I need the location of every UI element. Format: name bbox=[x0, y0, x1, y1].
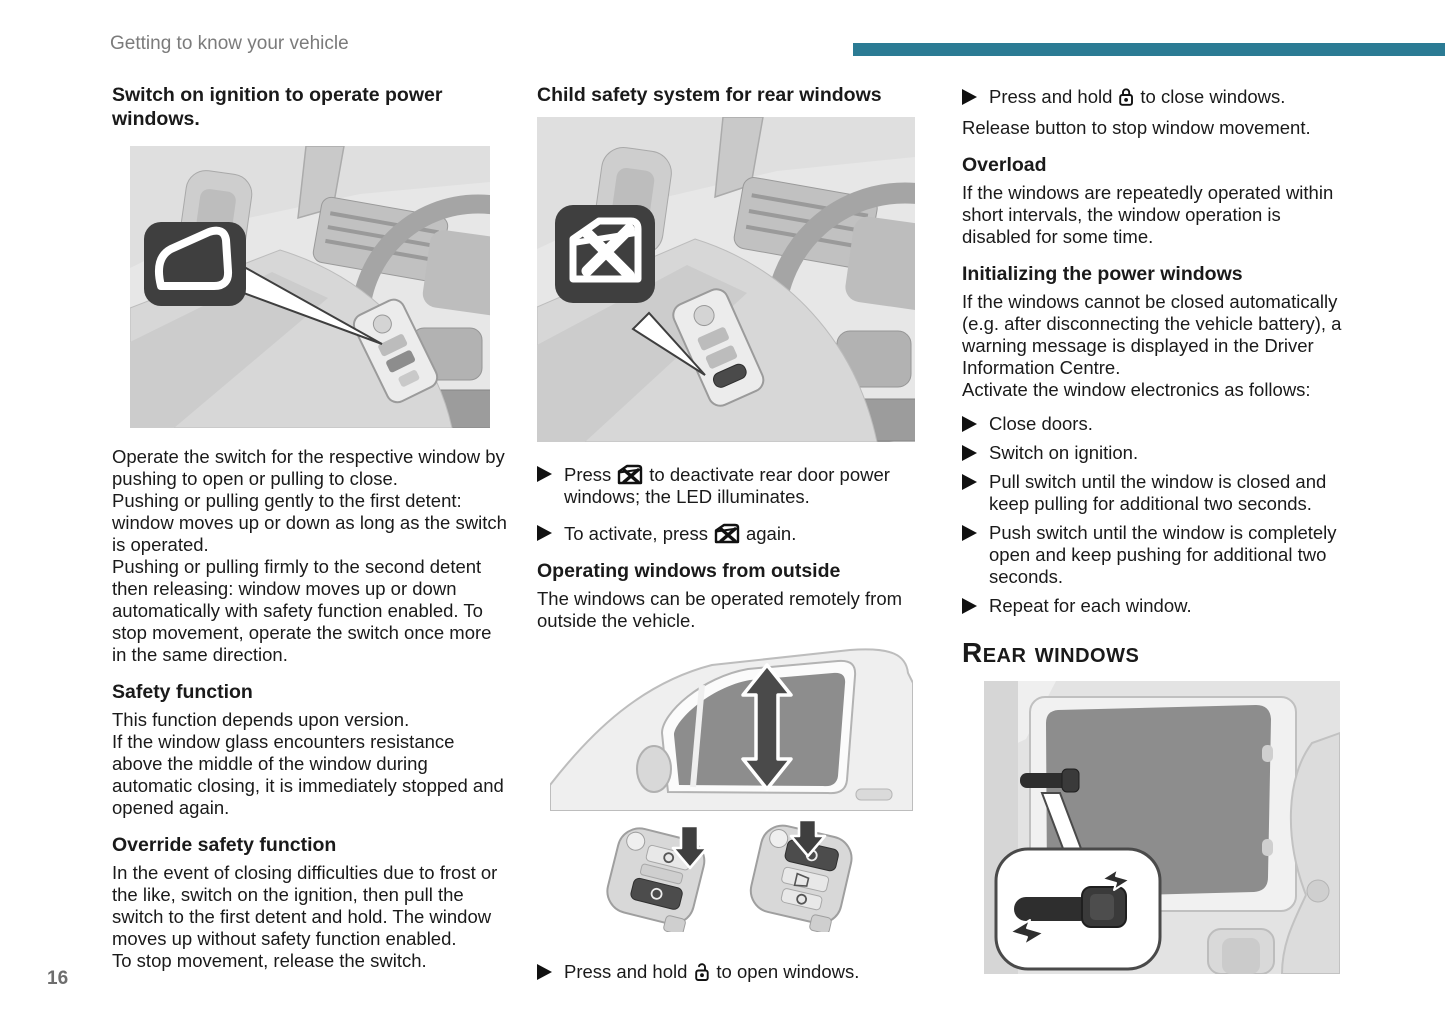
column-left: Switch on ignition to operate power wind… bbox=[112, 83, 606, 974]
bullet-arrow-icon bbox=[962, 525, 977, 541]
section-heading-child-safety: Child safety system for rear windows bbox=[537, 84, 882, 106]
figure-window-up-down bbox=[549, 639, 914, 812]
para-operate-switch: Operate the switch for the respective wi… bbox=[112, 446, 507, 665]
bullet-arrow-icon bbox=[537, 525, 552, 541]
page-number: 16 bbox=[47, 968, 69, 989]
window-switch-panel bbox=[672, 288, 765, 407]
bullet-arrow-icon bbox=[962, 445, 977, 461]
latch-arrow-down-icon bbox=[1009, 919, 1045, 946]
bullet-switch-ignition: Switch on ignition. bbox=[962, 442, 1354, 464]
para-initializing: If the windows cannot be closed automati… bbox=[962, 291, 1342, 400]
bullet-arrow-icon bbox=[537, 466, 552, 482]
bullet-text: Repeat for each window. bbox=[989, 595, 1192, 616]
bullet-text: Close doors. bbox=[989, 413, 1093, 434]
bullet-push-switch: Push switch until the window is complete… bbox=[962, 522, 1354, 588]
bullet-arrow-icon bbox=[537, 964, 552, 980]
bullet-arrow-icon bbox=[962, 598, 977, 614]
bullet-text: Push switch until the window is complete… bbox=[989, 522, 1337, 587]
figure-interior-child-safety-switch bbox=[536, 116, 1046, 464]
press-arrow-icon bbox=[671, 824, 709, 870]
lock-icon bbox=[1119, 88, 1134, 106]
bullet-text: Pull switch until the window is closed a… bbox=[989, 471, 1327, 514]
figure-rear-window-latch bbox=[984, 681, 1341, 975]
column-middle: Child safety system for rear windows bbox=[536, 83, 1046, 990]
bullet-arrow-icon bbox=[962, 416, 977, 432]
child-safety-window-icon bbox=[714, 523, 740, 544]
child-safety-window-icon bbox=[618, 464, 643, 485]
bullet-arrow-icon bbox=[962, 89, 977, 105]
window-crossed-icon bbox=[569, 217, 642, 283]
heading-safety-function: Safety function bbox=[112, 681, 253, 703]
header-accent-bar bbox=[853, 43, 1445, 56]
figure-key-fobs bbox=[589, 818, 881, 935]
latch-arrow-up-icon bbox=[1101, 868, 1131, 891]
latch-callout bbox=[994, 847, 1162, 971]
press-arrow-icon bbox=[789, 818, 827, 858]
window-glass-icon bbox=[155, 226, 233, 290]
para-operating-outside: The windows can be operated remotely fro… bbox=[537, 588, 903, 631]
bullet-pull-switch: Pull switch until the window is closed a… bbox=[962, 471, 1354, 515]
heading-overload: Overload bbox=[962, 154, 1047, 176]
heading-operating-outside: Operating windows from outside bbox=[537, 560, 841, 582]
heading-initializing: Initializing the power windows bbox=[962, 263, 1243, 285]
para-release-button: Release button to stop window movement. bbox=[962, 117, 1311, 138]
window-switch-panel bbox=[352, 298, 439, 404]
para-override-safety: In the event of closing difficulties due… bbox=[112, 862, 498, 971]
heading-rear-windows: Rear windows bbox=[962, 637, 1140, 668]
child-safety-button bbox=[712, 363, 747, 388]
bullet-close-doors: Close doors. bbox=[962, 413, 1354, 435]
bullet-text: Switch on ignition. bbox=[989, 442, 1139, 463]
para-safety-function: This function depends upon version. If t… bbox=[112, 709, 504, 818]
unlock-icon bbox=[695, 963, 710, 981]
section-heading-power-windows: Switch on ignition to operate power wind… bbox=[112, 84, 443, 130]
breadcrumb: Getting to know your vehicle bbox=[110, 33, 349, 54]
heading-override-safety: Override safety function bbox=[112, 834, 337, 856]
bullet-repeat: Repeat for each window. bbox=[962, 595, 1354, 617]
seat-back bbox=[1280, 731, 1341, 975]
door-mirror bbox=[636, 745, 672, 793]
up-down-arrow-icon bbox=[741, 663, 793, 791]
figure-interior-window-switch bbox=[129, 145, 606, 450]
window-latch bbox=[1020, 768, 1080, 793]
para-overload: If the windows are repeatedly operated w… bbox=[962, 182, 1334, 247]
key-fob-close bbox=[749, 824, 853, 934]
bullet-arrow-icon bbox=[962, 474, 977, 490]
